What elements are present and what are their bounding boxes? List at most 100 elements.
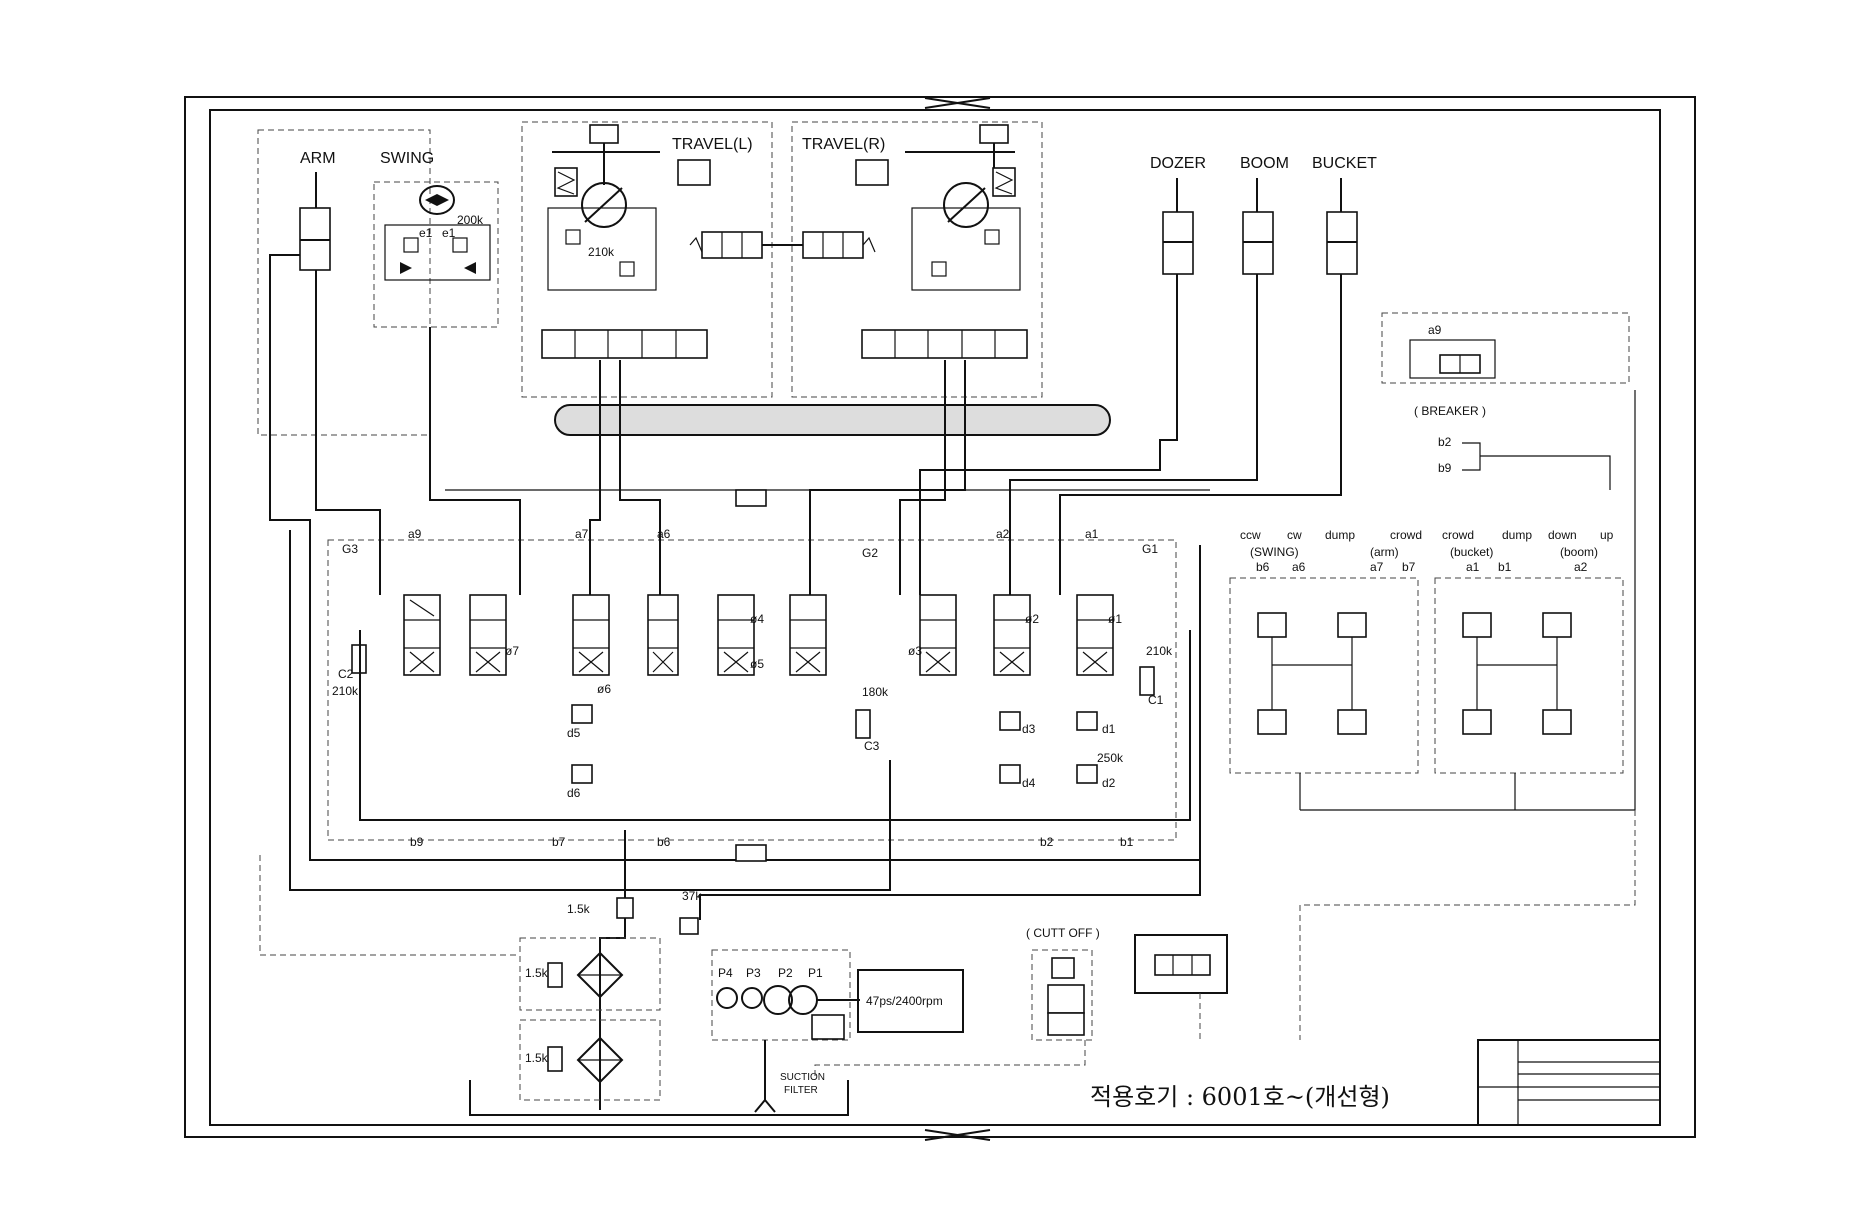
return-check-setting: 1.5k [567,902,591,916]
spool-travel-left [717,594,755,676]
pump-p2: P2 [778,966,793,980]
svg-text:(SWING): (SWING) [1250,545,1299,559]
port-relief-d3 [999,711,1021,731]
boom-label: BOOM [1240,155,1289,172]
right-joystick-valves [1462,612,1572,735]
dozer-label: DOZER [1150,155,1206,172]
engine-box [857,969,964,1033]
cutoff-valve [1047,957,1085,1036]
pump-assembly [716,985,860,1040]
port-phi7: ø7 [505,644,519,658]
travel-left-relief: 210k [588,245,615,259]
right-joystick-labels: crowd dump down up (bucket) (boom) a1 b1… [1442,528,1614,574]
swing-label: SWING [380,150,434,167]
cutoff-label: ( CUTT OFF ) [1026,926,1100,940]
travel-right-box [791,121,1043,398]
return-filter-2 [547,1036,624,1084]
port-relief-d6 [571,764,593,784]
relief-c1 [1139,666,1155,696]
safety-solenoid-valve [1154,954,1211,976]
breaker-bracket [1462,442,1611,490]
svg-text:ccw: ccw [1240,528,1261,542]
port-relief-d1 [1076,711,1098,731]
breaker-b9: b9 [1438,461,1452,475]
svg-text:dump: dump [1325,528,1355,542]
pilot-return-line [1299,390,1636,811]
svg-text:a1: a1 [1466,560,1480,574]
port-g2: G2 [862,546,878,560]
label-d1: d1 [1102,722,1116,736]
travel-right-valve [802,231,1028,359]
svg-text:b1: b1 [1498,560,1512,574]
breaker-box [1381,312,1630,384]
port-a7: a7 [575,527,589,541]
port-phi2: ø2 [1025,612,1039,626]
spool-swing [647,594,679,676]
check-valve-top [735,489,767,507]
port-phi5: ø5 [750,657,764,671]
svg-text:b7: b7 [1402,560,1416,574]
title-block [1477,1039,1661,1126]
spool-arm [403,594,441,676]
travel-right-label: TRAVEL(R) [802,136,885,153]
port-e1-left: e1 [419,226,433,240]
svg-text:(boom): (boom) [1560,545,1598,559]
port-a9: a9 [408,527,422,541]
pilot-dash-lines [259,810,1636,1080]
travel-left-box [521,121,773,398]
suction-filter-label-1: SUCTION [780,1072,825,1083]
breaker-valve [1409,339,1496,379]
left-joystick-valves [1257,612,1367,735]
svg-text:(arm): (arm) [1370,545,1399,559]
svg-text:crowd: crowd [1442,528,1474,542]
port-c2: C2 [338,667,354,681]
solenoid-valve-box [1134,934,1228,994]
port-b6: b6 [657,835,671,849]
spool-dozer [919,594,957,676]
c2-relief-setting: 210k [332,684,359,698]
svg-text:dump: dump [1502,528,1532,542]
boom-cylinder [1242,178,1274,275]
arm-swing-group-box [257,129,431,436]
port-b1: b1 [1120,835,1134,849]
port-relief-d5 [571,704,593,724]
check-valve-bottom [735,844,767,862]
center-mark-bottom [924,1129,991,1141]
label-d5: d5 [567,726,581,740]
return-line [599,915,626,1110]
d2-relief-setting: 250k [1097,751,1124,765]
dozer-cylinder [1162,178,1194,275]
bucket-label: BUCKET [1312,155,1377,172]
port-b7: b7 [552,835,566,849]
port-phi4: ø4 [750,612,764,626]
port-relief-d2 [1076,764,1098,784]
relief-c3 [855,709,871,739]
pilot-relief-valve [679,917,699,935]
swing-motor [384,185,491,281]
label-d2: d2 [1102,776,1116,790]
port-relief-d4 [999,764,1021,784]
suction-filter-label-2: FILTER [784,1085,818,1096]
label-d3: d3 [1022,722,1036,736]
return-check-valve [616,897,634,919]
label-d4: d4 [1022,776,1036,790]
breaker-label: ( BREAKER ) [1414,404,1486,418]
swing-motor-box [373,181,499,328]
port-phi6: ø6 [597,682,611,696]
bucket-cylinder [1326,178,1358,275]
applicable-serial-note: 적용호기 : 6001호~(개선형) [1090,1083,1390,1111]
filter-box-upper [519,937,661,1011]
center-swivel-joint [554,404,1111,436]
svg-text:(bucket): (bucket) [1450,545,1493,559]
center-mark-top [924,97,991,109]
breaker-b2: b2 [1438,435,1452,449]
svg-text:up: up [1600,528,1614,542]
svg-text:b6: b6 [1256,560,1270,574]
pump-group-box [711,949,851,1041]
left-joystick-box [1229,577,1419,774]
engine-label: 47ps/2400rpm [866,994,943,1008]
tank-outline [469,1080,849,1116]
return-filter-1 [547,951,624,999]
inner-frame [209,109,1661,1126]
